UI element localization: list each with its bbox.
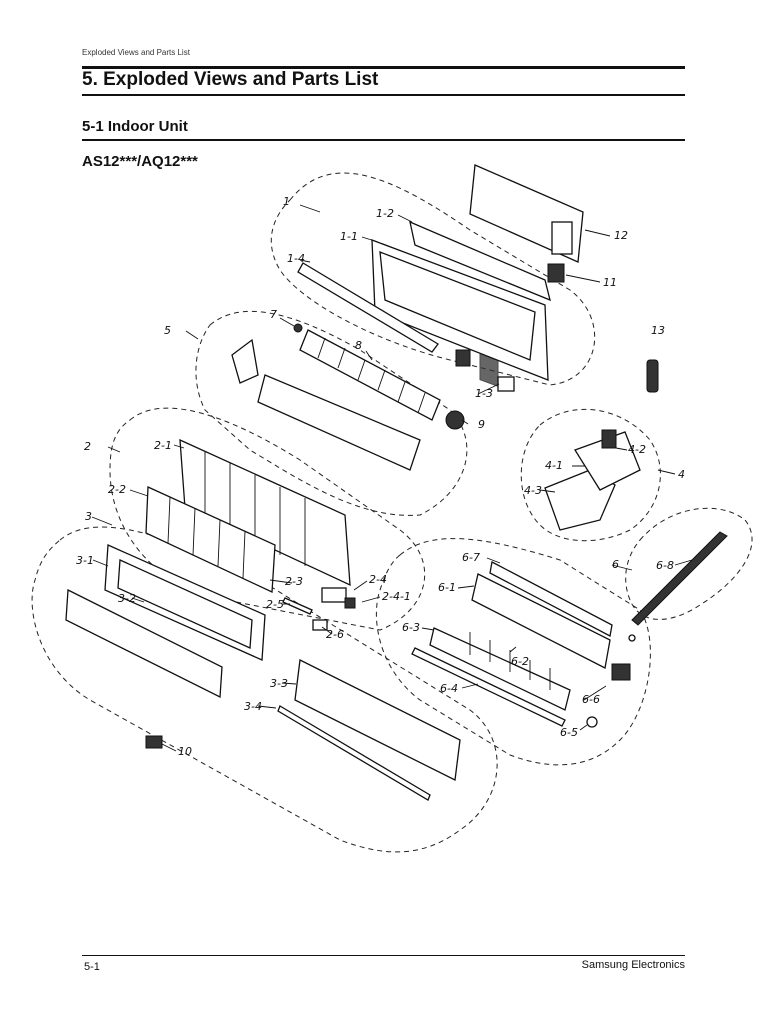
part-1-4-bar	[297, 262, 439, 353]
callout-3-3: 3-3	[270, 677, 288, 690]
model-heading: AS12***/AQ12***	[82, 153, 198, 170]
part-13-remote	[646, 359, 659, 393]
callout-3-4: 3-4	[244, 700, 262, 713]
callout-5: 5	[164, 324, 171, 337]
callout-3-2: 3-2	[118, 592, 136, 605]
callout-6-5: 6-5	[560, 726, 578, 739]
callout-4: 4	[678, 468, 685, 481]
callout-1-3: 1-3	[475, 387, 493, 400]
leader-lines	[91, 204, 693, 752]
group-1-outline	[270, 172, 596, 386]
chapter-top-rule	[82, 66, 685, 69]
part-6-1-drain-pan	[471, 561, 613, 669]
callout-6-8: 6-8	[656, 559, 674, 572]
part-4-control-box	[544, 429, 641, 531]
part-9-motor	[445, 410, 465, 430]
callout-6-4: 6-4	[440, 682, 458, 695]
group-6-outline	[375, 538, 651, 766]
callout-6-3: 6-3	[402, 621, 420, 634]
section-rule	[82, 139, 685, 141]
callout-6-7: 6-7	[462, 551, 480, 564]
part-5-holder	[231, 338, 259, 384]
part-1-x-box	[455, 349, 471, 367]
callout-2-3: 2-3	[285, 575, 303, 588]
part-3-3-louver-panel	[294, 659, 461, 781]
callout-11: 11	[603, 276, 617, 289]
callout-7: 7	[270, 308, 277, 321]
callout-13: 13	[651, 324, 665, 337]
callout-4-3: 4-3	[524, 484, 542, 497]
callout-8: 8	[355, 339, 362, 352]
callout-2-4-1: 2-4-1	[382, 590, 411, 603]
callout-6-6: 6-6	[582, 693, 600, 706]
callout-2-1: 2-1	[154, 439, 172, 452]
part-10-clip	[145, 735, 163, 749]
callout-12: 12	[614, 229, 628, 242]
group-2-outline	[109, 407, 426, 631]
page-number: 5-1	[84, 961, 100, 973]
part-6-8-end	[628, 634, 636, 642]
part-6-3-louver-assy	[429, 627, 571, 711]
group-4-outline	[520, 408, 661, 542]
callout-1-2: 1-2	[376, 207, 394, 220]
callout-2: 2	[84, 440, 91, 453]
part-evaporator	[257, 374, 421, 471]
callout-4-1: 4-1	[545, 459, 563, 472]
part-3-4-blade	[277, 705, 431, 801]
callout-1-1: 1-1	[340, 230, 358, 243]
callout-1-4: 1-4	[287, 252, 305, 265]
part-1-1-chassis	[371, 220, 551, 381]
part-2-4-pcb	[321, 587, 347, 603]
part-6-4-vane	[411, 647, 566, 727]
part-2-6-clip	[312, 619, 328, 631]
callout-1: 1	[283, 195, 290, 208]
group-6-8-outline	[625, 507, 753, 620]
part-2-5-wire	[282, 597, 313, 615]
part-6-6-motor	[611, 663, 631, 681]
part-6-8-pipe	[631, 531, 728, 626]
part-3-1-front-frame	[104, 544, 266, 661]
callout-3: 3	[85, 510, 92, 523]
part-2-4-1-sensor	[344, 597, 356, 609]
callout-4-2: 4-2	[628, 443, 646, 456]
part-1-3-cover	[497, 376, 515, 392]
callout-2-4: 2-4	[369, 573, 387, 586]
callout-6-2: 6-2	[511, 655, 529, 668]
part-3-2-cover	[65, 588, 223, 699]
callout-6-1: 6-1	[438, 581, 456, 594]
footer-company: Samsung Electronics	[581, 959, 685, 971]
part-11-bracket	[547, 263, 565, 283]
part-2-2-filter	[145, 486, 276, 593]
callout-2-6: 2-6	[326, 628, 344, 641]
chapter-title: 5. Exploded Views and Parts List	[82, 69, 379, 90]
callout-3-1: 3-1	[76, 554, 94, 567]
footer-rule	[82, 955, 685, 956]
section-title: 5-1 Indoor Unit	[82, 118, 188, 135]
callout-6: 6	[612, 558, 619, 571]
callout-2-5: 2-5	[266, 598, 284, 611]
callout-2-2: 2-2	[108, 483, 126, 496]
running-head: Exploded Views and Parts List	[82, 48, 190, 57]
part-6-5-cap	[586, 716, 598, 728]
chapter-bottom-rule	[82, 94, 685, 96]
callout-9: 9	[478, 418, 485, 431]
part-8-cross-flow-fan	[299, 329, 441, 421]
callout-10: 10	[178, 745, 192, 758]
part-7-bearing	[293, 323, 303, 333]
group-5-outline	[195, 310, 468, 516]
part-2-1-front-panel	[179, 438, 351, 587]
